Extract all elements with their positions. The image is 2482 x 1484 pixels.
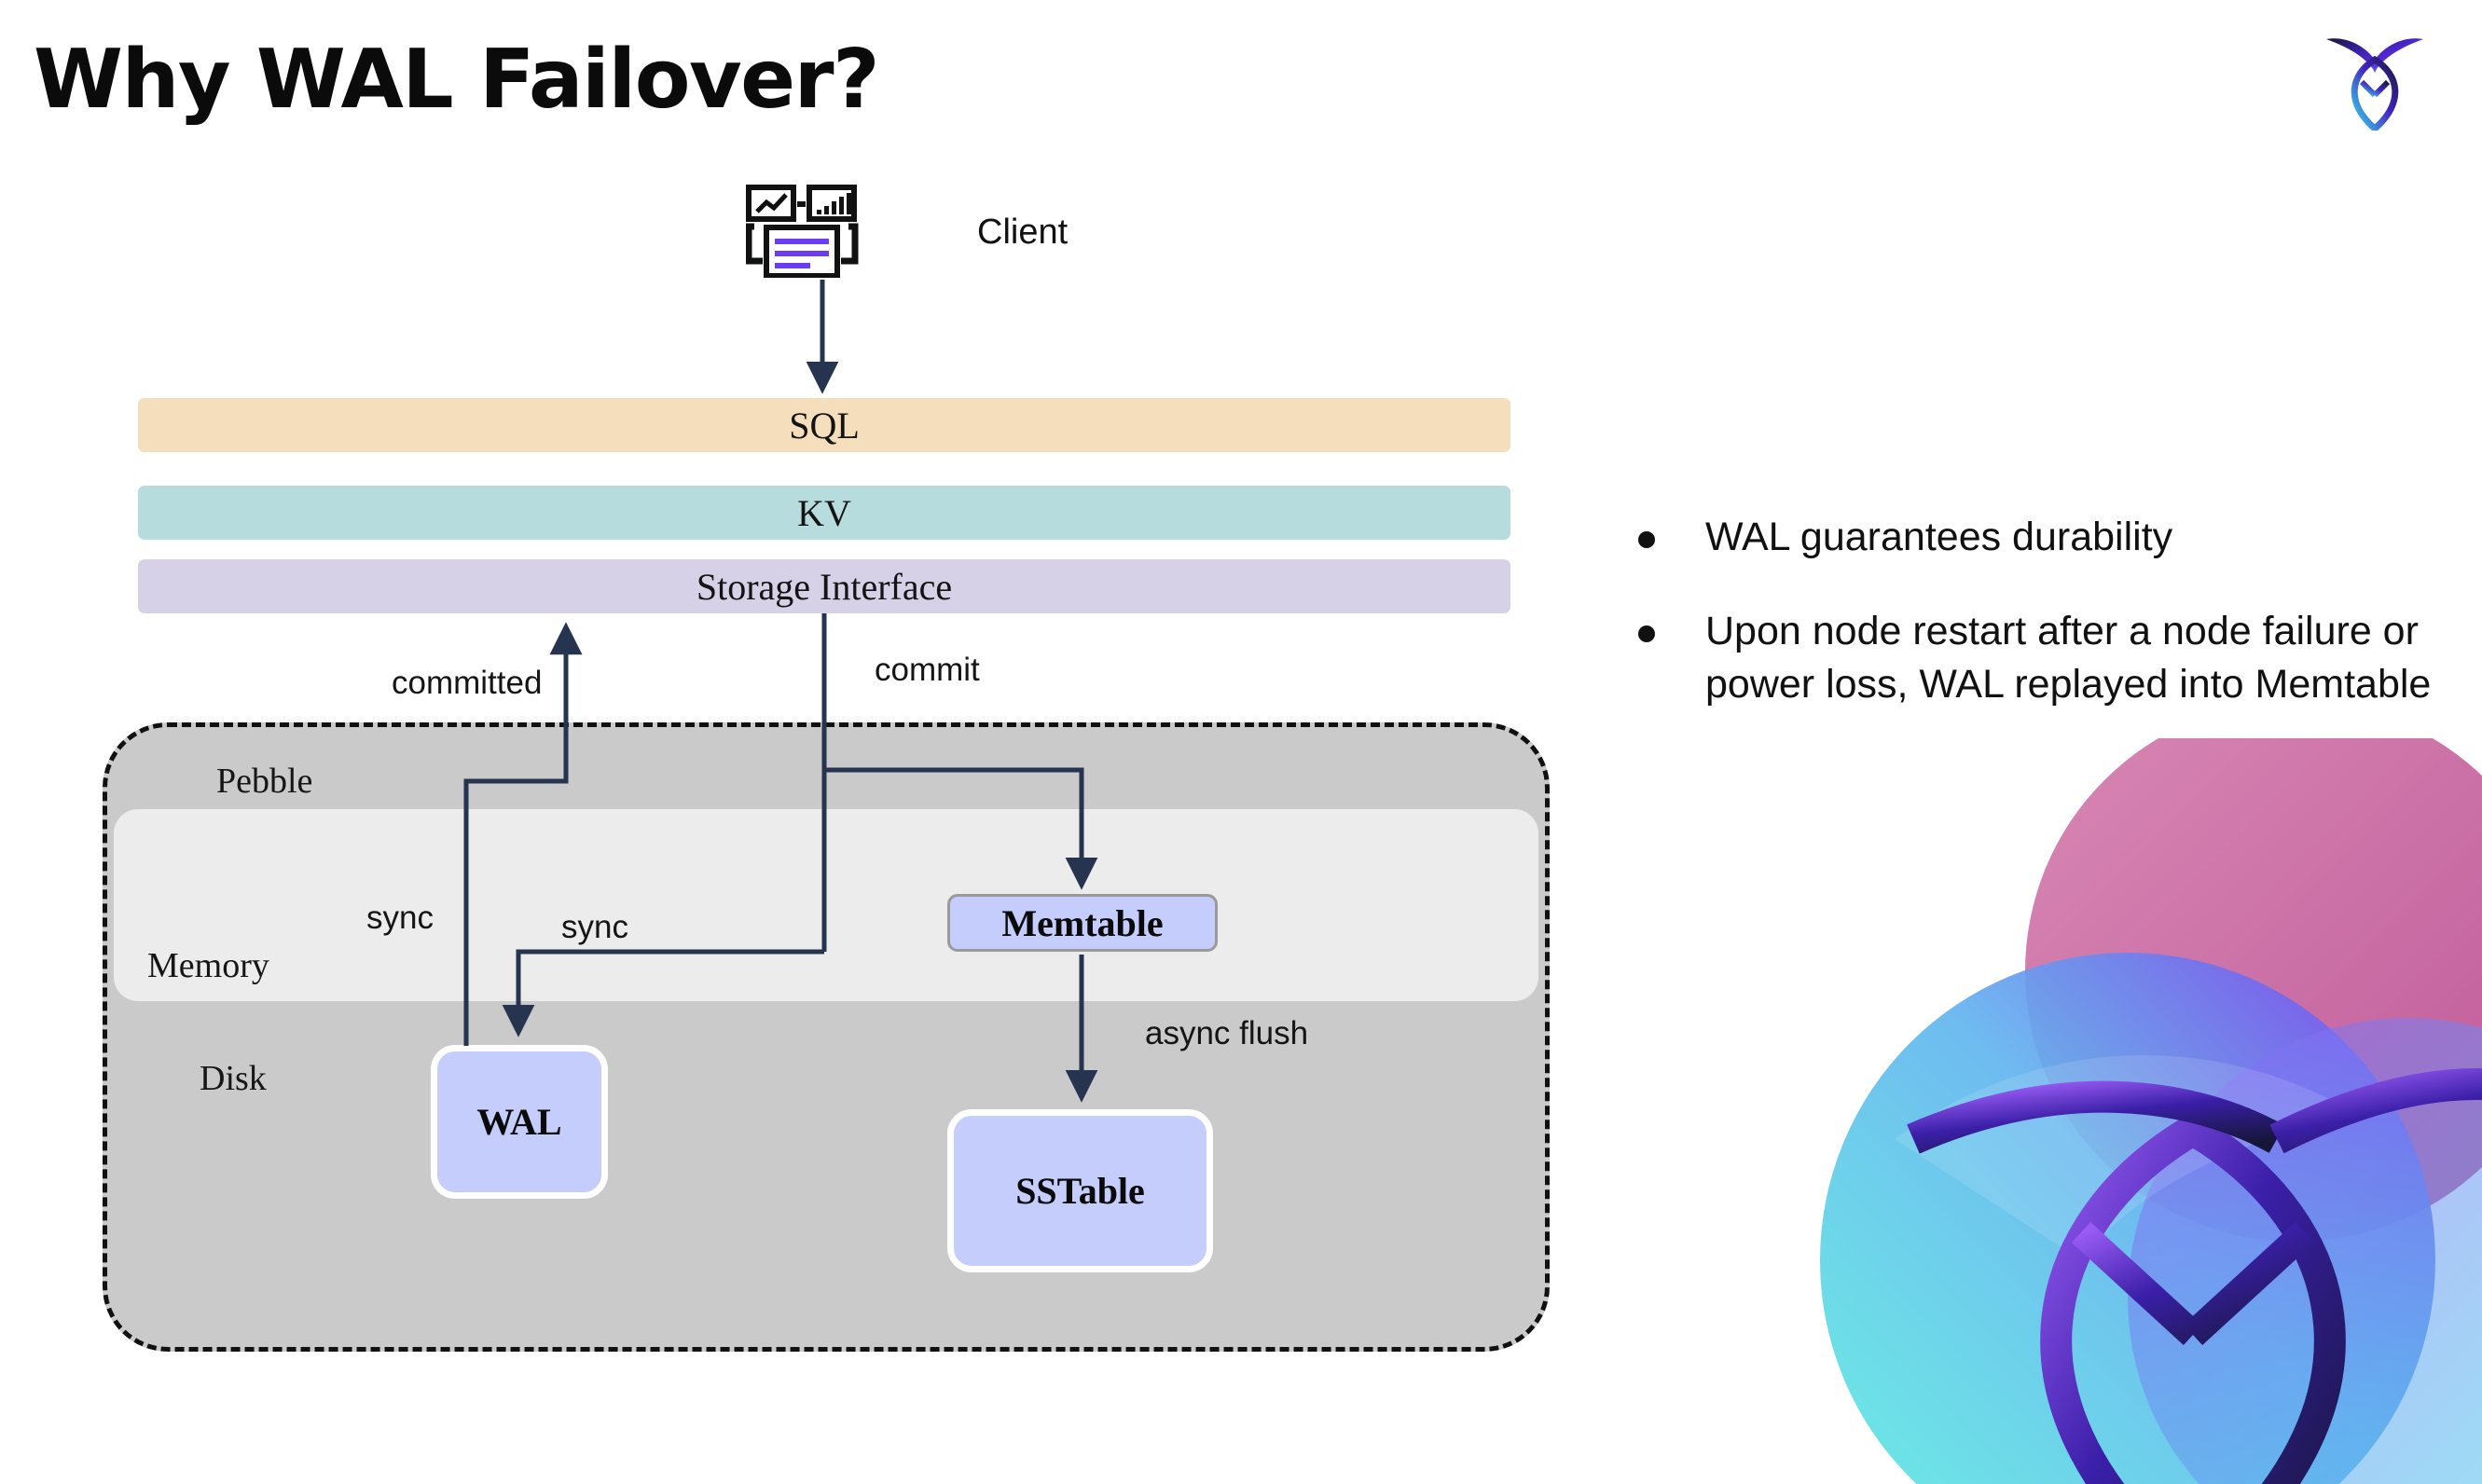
layer-sql[interactable]: SQL <box>138 398 1510 452</box>
layer-kv[interactable]: KV <box>138 486 1510 540</box>
node-sstable-label: SSTable <box>1015 1170 1145 1212</box>
node-wal-label: WAL <box>476 1101 562 1143</box>
cockroach-labs-watermark-icon <box>1820 738 2482 1484</box>
list-item: Upon node restart after a node failure o… <box>1638 605 2440 711</box>
edge-label-sync-left: sync <box>366 900 434 936</box>
cockroach-labs-logo-icon <box>2326 38 2423 131</box>
node-memtable[interactable]: Memtable <box>947 894 1218 952</box>
memory-label: Memory <box>147 946 269 985</box>
edge-committed <box>463 622 583 858</box>
edge-label-commit: commit <box>875 652 980 688</box>
diagram-edges <box>463 280 1098 1103</box>
client-label: Client <box>977 213 1069 252</box>
bullet-list: WAL guarantees durability Upon node rest… <box>1638 511 2440 751</box>
edge-commit-to-memtable <box>824 767 1098 890</box>
node-sstable[interactable]: SSTable <box>947 1109 1213 1272</box>
bullet-text: WAL guarantees durability <box>1705 515 2173 559</box>
node-memtable-label: Memtable <box>1001 901 1164 944</box>
list-item: WAL guarantees durability <box>1638 511 2440 564</box>
edge-label-sync-right: sync <box>561 909 628 945</box>
edge-sync-to-wal <box>502 949 824 1037</box>
bullet-dot-icon <box>1638 531 1655 548</box>
layer-kv-label: KV <box>797 491 851 534</box>
bullet-text: Upon node restart after a node failure o… <box>1705 608 2432 707</box>
layer-storage-interface[interactable]: Storage Interface <box>138 559 1510 613</box>
pebble-label: Pebble <box>216 762 313 801</box>
edge-label-async-flush: async flush <box>1145 1015 1309 1051</box>
page-title: Why WAL Failover? <box>34 32 880 127</box>
client-dashboard-icon <box>746 185 859 278</box>
edge-label-committed: committed <box>392 665 543 701</box>
architecture-diagram: Pebble Memory Disk SQL KV Storage Interf… <box>103 185 1550 1352</box>
layer-sql-label: SQL <box>789 404 860 447</box>
disk-label: Disk <box>200 1059 267 1098</box>
bullet-dot-icon <box>1638 625 1655 642</box>
layer-storage-label: Storage Interface <box>696 565 953 608</box>
node-wal[interactable]: WAL <box>431 1045 608 1199</box>
